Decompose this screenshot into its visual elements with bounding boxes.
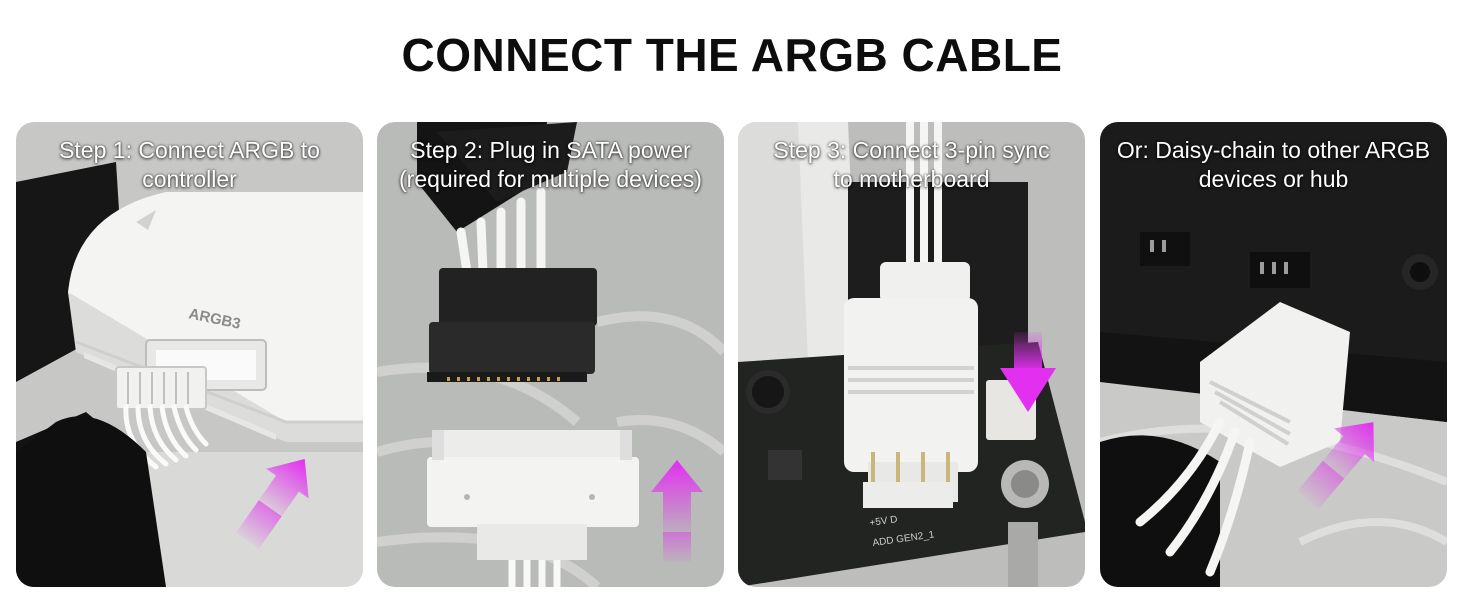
- step-2-panel: Step 2: Plug in SATA power (required for…: [377, 122, 724, 587]
- step-1-panel: ARGB3 Step 1: Connect ARGB to controller: [16, 122, 363, 587]
- step-2-caption: Step 2: Plug in SATA power (required for…: [399, 137, 702, 192]
- step-1-photo: ARGB3: [16, 122, 363, 587]
- step-4-panel: Or: Daisy-chain to other ARGB devices or…: [1100, 122, 1447, 587]
- page-title: CONNECT THE ARGB CABLE: [401, 29, 1063, 81]
- pin-label: +5V D: [869, 514, 898, 529]
- step-4-photo: [1100, 122, 1447, 587]
- step-3-panel: +5V D ADD GEN2_1 Step 3: Connect 3-pin s…: [738, 122, 1085, 587]
- step-2-photo: [377, 122, 724, 587]
- up-arrow-icon: [651, 460, 703, 562]
- up-arrow-icon: [1297, 422, 1375, 510]
- step-1-caption: Step 1: Connect ARGB to controller: [59, 137, 320, 192]
- step-3-photo: +5V D ADD GEN2_1: [738, 122, 1085, 587]
- step-3-caption: Step 3: Connect 3-pin sync to motherboar…: [773, 137, 1050, 192]
- step-4-caption: Or: Daisy-chain to other ARGB devices or…: [1116, 137, 1431, 192]
- up-arrow-icon: [235, 459, 309, 549]
- down-arrow-icon: [1000, 332, 1056, 412]
